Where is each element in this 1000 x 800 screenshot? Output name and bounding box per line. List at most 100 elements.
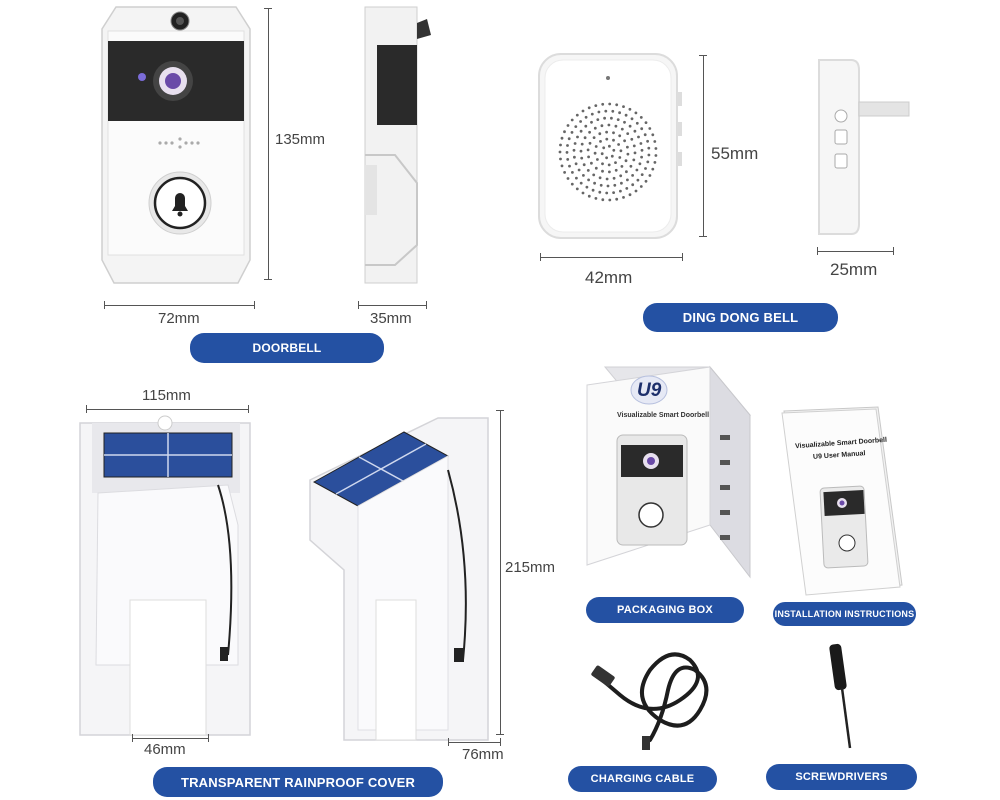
speaker-hole — [586, 148, 590, 152]
packaging-box-label: PACKAGING BOX — [586, 597, 744, 623]
speaker-hole — [614, 161, 617, 164]
speaker-hole — [612, 148, 616, 152]
doorbell-label: DOORBELL — [190, 333, 384, 363]
packaging-brand: U9 — [637, 380, 662, 401]
speaker-hole — [620, 181, 623, 185]
speaker-hole — [646, 139, 649, 143]
speaker-hole — [605, 130, 608, 134]
speaker-hole — [610, 116, 613, 120]
speaker-hole — [639, 142, 643, 145]
speaker-hole — [581, 191, 585, 195]
speaker-hole — [580, 142, 584, 146]
doorbell-depth-label: 35mm — [370, 310, 412, 327]
speaker-hole — [600, 124, 604, 128]
speaker-hole — [566, 124, 570, 127]
speaker-hole — [579, 120, 582, 123]
speaker-hole — [559, 143, 562, 147]
speaker-hole — [570, 182, 574, 186]
speaker-hole — [616, 118, 620, 121]
speaker-hole — [612, 191, 615, 195]
speaker-hole — [633, 129, 637, 133]
cover-width-label: 115mm — [142, 387, 191, 404]
speaker-hole — [587, 155, 590, 159]
speaker-hole — [617, 143, 620, 146]
speaker-hole — [630, 117, 634, 121]
speaker-hole — [599, 140, 602, 143]
speaker-hole — [618, 156, 622, 159]
speaker-hole — [619, 189, 622, 193]
speaker-hole — [570, 118, 574, 122]
speaker-hole — [648, 174, 652, 177]
speaker-hole — [570, 131, 574, 134]
speaker-hole — [644, 167, 647, 170]
bell-icon — [172, 193, 188, 211]
speaker-hole — [614, 168, 618, 172]
doorbell-width-label: 72mm — [158, 310, 200, 327]
installation-instructions-label: INSTALLATION INSTRUCTIONS — [773, 602, 916, 626]
doorbell-front-illustration — [101, 6, 251, 284]
speaker-hole — [635, 121, 639, 125]
speaker-hole — [573, 142, 577, 145]
speaker-hole — [588, 130, 591, 134]
speaker-hole — [625, 187, 629, 190]
speaker-hole — [574, 125, 578, 128]
speaker-hole — [631, 183, 635, 187]
speaker-hole — [606, 184, 610, 188]
speaker-hole — [566, 177, 570, 180]
speaker-hole — [587, 106, 591, 110]
speaker-hole — [593, 181, 596, 185]
speaker-hole — [598, 176, 602, 180]
speaker-hole — [590, 120, 593, 124]
speaker-hole — [629, 164, 633, 168]
speaker-hole — [587, 178, 590, 182]
speaker-hole — [604, 109, 608, 113]
speaker-hole — [565, 151, 569, 154]
bell-width-label: 42mm — [585, 268, 633, 287]
speaker-hole — [646, 160, 650, 164]
speaker-hole — [639, 116, 643, 119]
rainproof-cover-side-illustration — [309, 417, 489, 741]
speaker-hole — [605, 191, 609, 195]
speaker-hole — [620, 127, 624, 131]
speaker-hole — [592, 173, 596, 177]
cover-depth-label: 76mm — [462, 746, 504, 763]
speaker-hole — [586, 169, 590, 172]
speaker-hole — [648, 127, 652, 130]
doorbell-side-illustration — [364, 6, 431, 284]
speaker-hole — [607, 123, 611, 127]
speaker-hole — [637, 135, 640, 139]
speaker-hole — [605, 156, 608, 160]
speaker-hole — [654, 154, 658, 157]
speaker-hole — [635, 168, 639, 172]
speaker-hole — [579, 149, 583, 153]
speaker-hole — [615, 103, 619, 107]
speaker-hole — [614, 124, 618, 128]
speaker-hole — [626, 152, 630, 156]
speaker-hole — [608, 102, 612, 106]
speaker-hole — [631, 174, 634, 177]
speaker-hole — [651, 133, 655, 137]
speaker-hole — [598, 190, 602, 194]
speaker-hole — [592, 136, 596, 139]
speaker-hole — [647, 146, 651, 150]
speaker-hole — [579, 129, 583, 133]
user-manual-illustration — [781, 406, 903, 596]
screwdrivers-label: SCREWDRIVERS — [766, 764, 917, 790]
speaker-hole — [626, 145, 629, 149]
speaker-hole — [634, 111, 638, 115]
ding-dong-bell-front-illustration — [538, 53, 682, 239]
speaker-hole — [582, 163, 586, 167]
speaker-hole — [612, 176, 616, 180]
speaker-hole — [566, 144, 569, 147]
speaker-hole — [580, 156, 584, 160]
speaker-hole — [601, 102, 605, 106]
charging-cable-illustration — [591, 652, 709, 750]
speaker-hole — [607, 163, 611, 167]
speaker-hole — [608, 170, 611, 174]
rainproof-cover-label: TRANSPARENT RAINPROOF COVER — [153, 767, 443, 797]
speaker-hole — [618, 134, 622, 138]
speaker-hole — [576, 135, 579, 139]
speaker-hole — [574, 162, 578, 166]
speaker-hole — [605, 137, 609, 141]
speaker-hole — [584, 115, 588, 119]
